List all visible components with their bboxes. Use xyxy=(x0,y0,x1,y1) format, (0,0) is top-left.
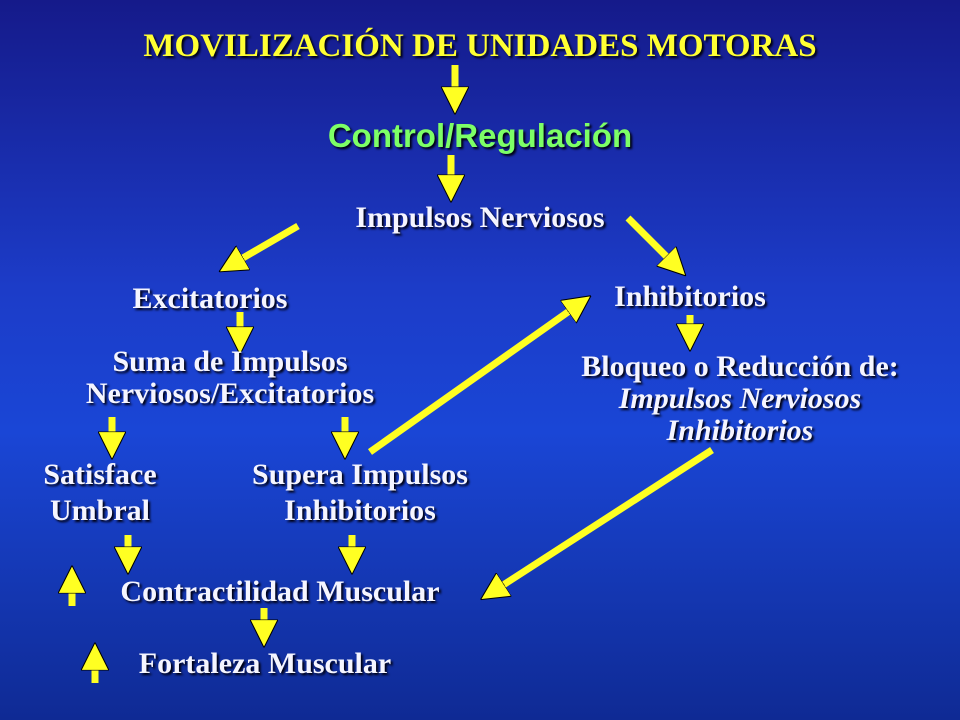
arrow-bloqueo-to-contractilidad xyxy=(497,447,714,589)
suma-line2: Nerviosos/Excitatorios xyxy=(85,377,375,410)
fortaleza-muscular: Fortaleza Muscular xyxy=(138,647,392,680)
impulsos-nerviosos: Impulsos Nerviosos xyxy=(355,201,605,234)
page-title: MOVILIZACIÓN DE UNIDADES MOTORAS xyxy=(143,28,817,64)
bloqueo-line3: Inhibitorios xyxy=(666,414,814,447)
arrow-supera-to-inhibitorios xyxy=(367,307,575,455)
inhibitorios: Inhibitorios xyxy=(614,280,766,313)
supera-line1: Supera Impulsos xyxy=(252,458,468,491)
contractilidad-muscular: Contractilidad Muscular xyxy=(120,575,440,608)
suma-impulsos: Suma de Impulsos Nerviosos/Excitatorios xyxy=(20,346,440,410)
satisface-line1: Satisface xyxy=(43,458,157,491)
bloqueo-reduccion: Bloqueo o Reducción de: Impulsos Nervios… xyxy=(530,351,950,447)
satisface-line2: Umbral xyxy=(50,494,150,527)
satisface-umbral: Satisface Umbral xyxy=(10,457,190,529)
arrow-impulsos-to-excitatorios xyxy=(236,222,300,262)
control-regulacion: Control/Regulación xyxy=(327,117,633,154)
supera-line2: Inhibitorios xyxy=(284,494,436,527)
arrow-impulsos-to-inhibitorios xyxy=(625,215,672,262)
bloqueo-line2: Impulsos Nerviosos xyxy=(618,382,862,415)
supera-impulsos: Supera Impulsos Inhibitorios xyxy=(200,457,520,529)
suma-line1: Suma de Impulsos xyxy=(112,345,348,378)
excitatorios: Excitatorios xyxy=(132,282,288,315)
bloqueo-line1: Bloqueo o Reducción de: xyxy=(581,350,899,383)
